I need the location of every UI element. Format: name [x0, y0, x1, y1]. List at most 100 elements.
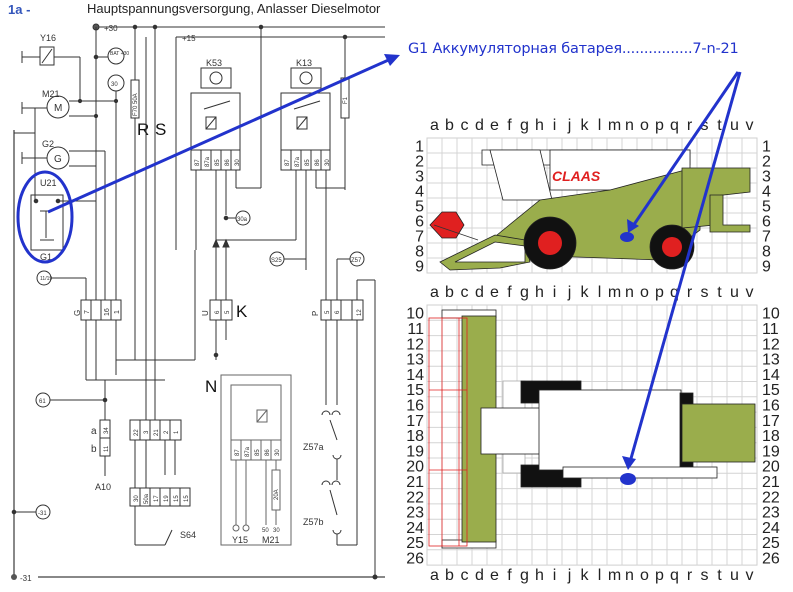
ref-s25: S25 — [269, 251, 306, 267]
connector-c: C 22 3 21 2 1 — [129, 419, 182, 441]
top-row-label: 22 — [406, 489, 424, 506]
side-row-label: 9 — [415, 259, 424, 276]
svg-text:21: 21 — [154, 429, 160, 436]
svg-text:86: 86 — [265, 449, 271, 456]
svg-text:a: a — [91, 426, 97, 437]
svg-text:Z57b: Z57b — [303, 517, 324, 527]
legend-description: Аккумуляторная батарея — [432, 41, 622, 57]
svg-text:16: 16 — [104, 308, 111, 316]
switch-z57a: Z57a — [303, 410, 342, 480]
legend-dots: ................ — [621, 41, 693, 57]
top-row-label: 20 — [406, 459, 424, 476]
top-col-label: n — [625, 567, 634, 584]
svg-text:22: 22 — [134, 429, 140, 436]
top-row-label: 17 — [762, 413, 780, 430]
top-row-label: 22 — [762, 489, 780, 506]
side-row-label: 7 — [762, 229, 771, 246]
side-row-label: 5 — [762, 199, 771, 216]
side-row-label: 2 — [415, 154, 424, 171]
page-number: 1a - — [8, 2, 31, 17]
relay-k53: K53 87 87a 85 86 30 — [190, 58, 261, 360]
top-col-label: c — [461, 284, 469, 301]
top-row-label: 23 — [406, 505, 424, 522]
relay-k13: K13 87 87a 85 86 30 — [280, 58, 345, 300]
top-row-label: 24 — [762, 520, 780, 537]
top-col-label: o — [640, 284, 649, 301]
svg-text:1: 1 — [114, 310, 121, 314]
svg-text:30: 30 — [325, 159, 331, 166]
side-col-label: r — [687, 117, 693, 134]
svg-text:30: 30 — [275, 449, 281, 456]
svg-text:6: 6 — [215, 310, 221, 314]
side-col-label: e — [490, 117, 499, 134]
top-row-label: 14 — [406, 367, 424, 384]
top-col-label: k — [581, 284, 590, 301]
side-row-label: 4 — [762, 184, 771, 201]
svg-text:61: 61 — [39, 399, 46, 405]
top-row-label: 15 — [762, 382, 780, 399]
top-col-label: d — [475, 567, 484, 584]
side-row-label: 6 — [415, 214, 424, 231]
svg-text:b: b — [91, 444, 97, 455]
brand-logo: CLAAS — [552, 168, 601, 184]
top-row-label: 10 — [406, 306, 424, 323]
side-row-label: 8 — [415, 244, 424, 261]
svg-text:11/19: 11/19 — [40, 276, 52, 282]
svg-text:20A: 20A — [274, 489, 280, 500]
svg-text:15: 15 — [184, 495, 190, 502]
top-col-label: m — [608, 284, 621, 301]
top-col-label: h — [535, 567, 544, 584]
top-row-label: 11 — [407, 321, 424, 338]
fuse-f70: F70 50A — [130, 79, 140, 360]
svg-text:86: 86 — [315, 159, 321, 166]
svg-text:30: 30 — [235, 159, 241, 166]
connector-p: P 5 6 12 — [311, 279, 376, 577]
svg-text:M: M — [54, 103, 62, 114]
top-col-label: v — [746, 284, 754, 301]
top-col-label: e — [490, 567, 499, 584]
side-col-label: a — [430, 117, 439, 134]
svg-text:85: 85 — [305, 159, 311, 166]
svg-text:5: 5 — [325, 310, 331, 314]
top-col-label: l — [598, 284, 602, 301]
top-row-label: 19 — [762, 443, 780, 460]
svg-text:19: 19 — [164, 495, 170, 502]
side-row-label: 8 — [762, 244, 771, 261]
label-k: K — [236, 302, 248, 321]
top-col-label: f — [507, 284, 512, 301]
side-row-label: 1 — [415, 139, 424, 156]
svg-text:50: 50 — [262, 528, 269, 534]
svg-text:2: 2 — [164, 430, 170, 434]
side-col-label: d — [475, 117, 484, 134]
svg-text:K13: K13 — [296, 58, 312, 68]
svg-text:30: 30 — [273, 528, 280, 534]
top-col-label: l — [598, 567, 602, 584]
side-col-label: t — [717, 117, 722, 134]
top-col-label: u — [730, 284, 739, 301]
top-col-label: b — [445, 284, 454, 301]
highlight-g1-ellipse — [16, 170, 74, 264]
svg-text:34: 34 — [104, 427, 110, 434]
top-col-label: c — [461, 567, 469, 584]
combine-top-view — [428, 309, 756, 549]
top-row-label: 25 — [762, 535, 780, 552]
top-col-label: p — [655, 567, 664, 584]
top-col-label: e — [490, 284, 499, 301]
svg-text:F70 50A: F70 50A — [133, 93, 139, 116]
component-y16: Y16 — [21, 33, 81, 100]
svg-text:M21: M21 — [262, 535, 280, 545]
svg-text:Z57: Z57 — [351, 258, 362, 264]
side-row-label: 1 — [762, 139, 771, 156]
side-row-label: 3 — [415, 169, 424, 186]
top-row-label: 24 — [406, 520, 424, 537]
top-col-label: d — [475, 284, 484, 301]
top-row-label: 11 — [762, 321, 779, 338]
top-row-label: 16 — [762, 397, 780, 414]
side-col-label: n — [625, 117, 634, 134]
battery-marker-side — [620, 232, 634, 242]
svg-text:87: 87 — [235, 449, 241, 456]
top-col-label: j — [567, 284, 572, 301]
arrow-to-top-marker — [622, 71, 742, 470]
svg-text:87: 87 — [195, 159, 201, 166]
top-row-label: 15 — [406, 382, 424, 399]
